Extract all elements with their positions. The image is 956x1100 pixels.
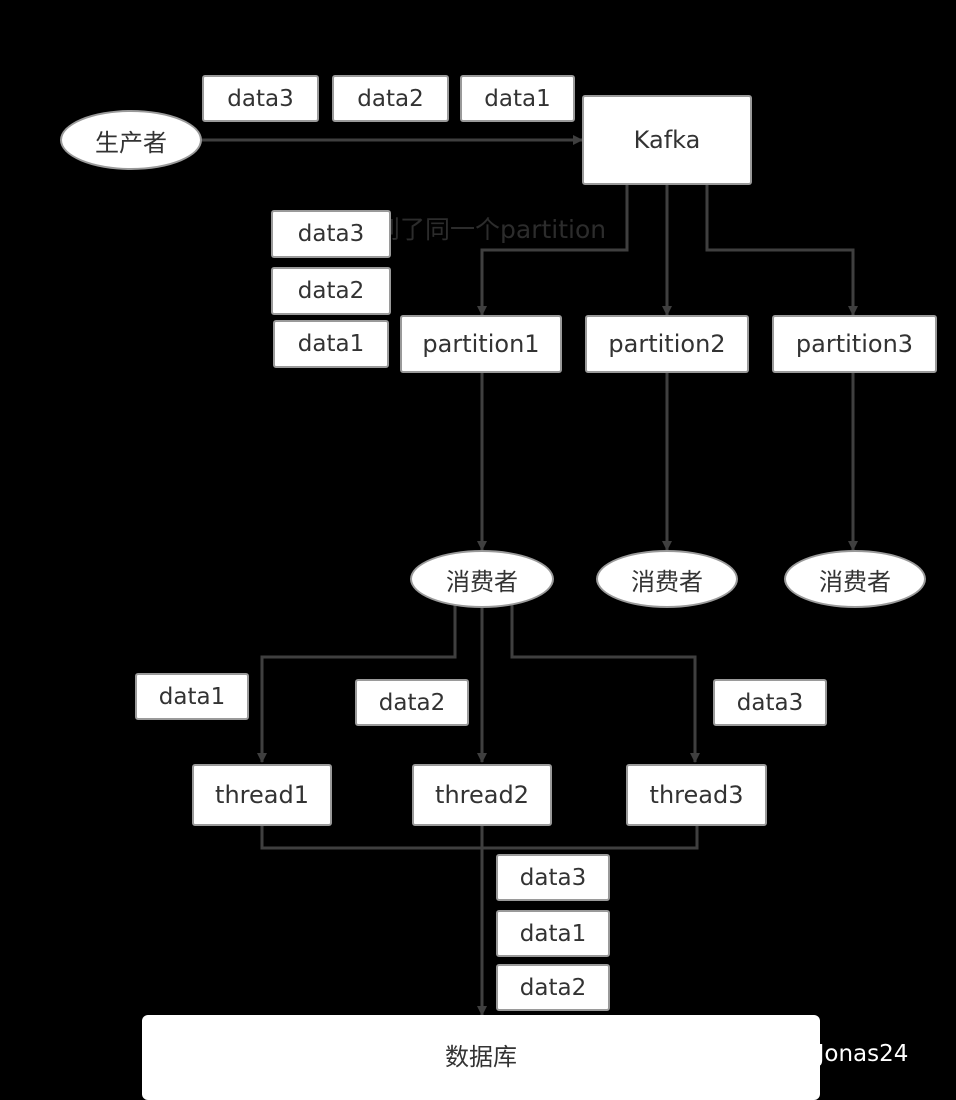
watermark: 掘金技术社区 @ Jonas24 — [642, 1041, 909, 1067]
producer-message-chip: data3 — [202, 75, 319, 122]
partition1-message-chip: data2 — [271, 267, 391, 315]
consumer1-node: 消费者 — [410, 550, 554, 608]
database-node: 数据库 — [142, 1015, 820, 1100]
thread-message-chip: data2 — [355, 679, 469, 726]
edge-consumer1-thread3 — [510, 605, 700, 763]
thread3-node: thread3 — [626, 764, 767, 826]
partition1-message-chip: data3 — [271, 210, 391, 258]
thread-message-chip: data3 — [713, 679, 827, 726]
thread1-node: thread1 — [192, 764, 332, 826]
database-message-chip: data3 — [496, 854, 610, 901]
thread2-node: thread2 — [412, 764, 552, 826]
producer-message-chip: data1 — [460, 75, 575, 122]
partition2-node: partition2 — [585, 315, 749, 373]
edge-thread1-merge — [260, 826, 699, 850]
thread-message-chip: data1 — [135, 673, 249, 720]
consumer2-node: 消费者 — [596, 550, 738, 608]
producer-message-chip: data2 — [332, 75, 449, 122]
edge-kafka-partition3 — [705, 185, 858, 316]
consumer3-node: 消费者 — [784, 550, 926, 608]
edge-kafka-partition1 — [477, 185, 629, 316]
producer-node: 生产者 — [60, 110, 202, 170]
partition-note: 到了同一个partition — [375, 215, 607, 244]
kafka-node: Kafka — [582, 95, 752, 185]
edge-consumer1-thread1 — [257, 605, 457, 763]
partition3-node: partition3 — [772, 315, 937, 373]
database-message-chip: data1 — [496, 910, 610, 957]
database-message-chip: data2 — [496, 964, 610, 1011]
partition1-message-chip: data1 — [273, 320, 389, 368]
partition1-node: partition1 — [400, 315, 562, 373]
